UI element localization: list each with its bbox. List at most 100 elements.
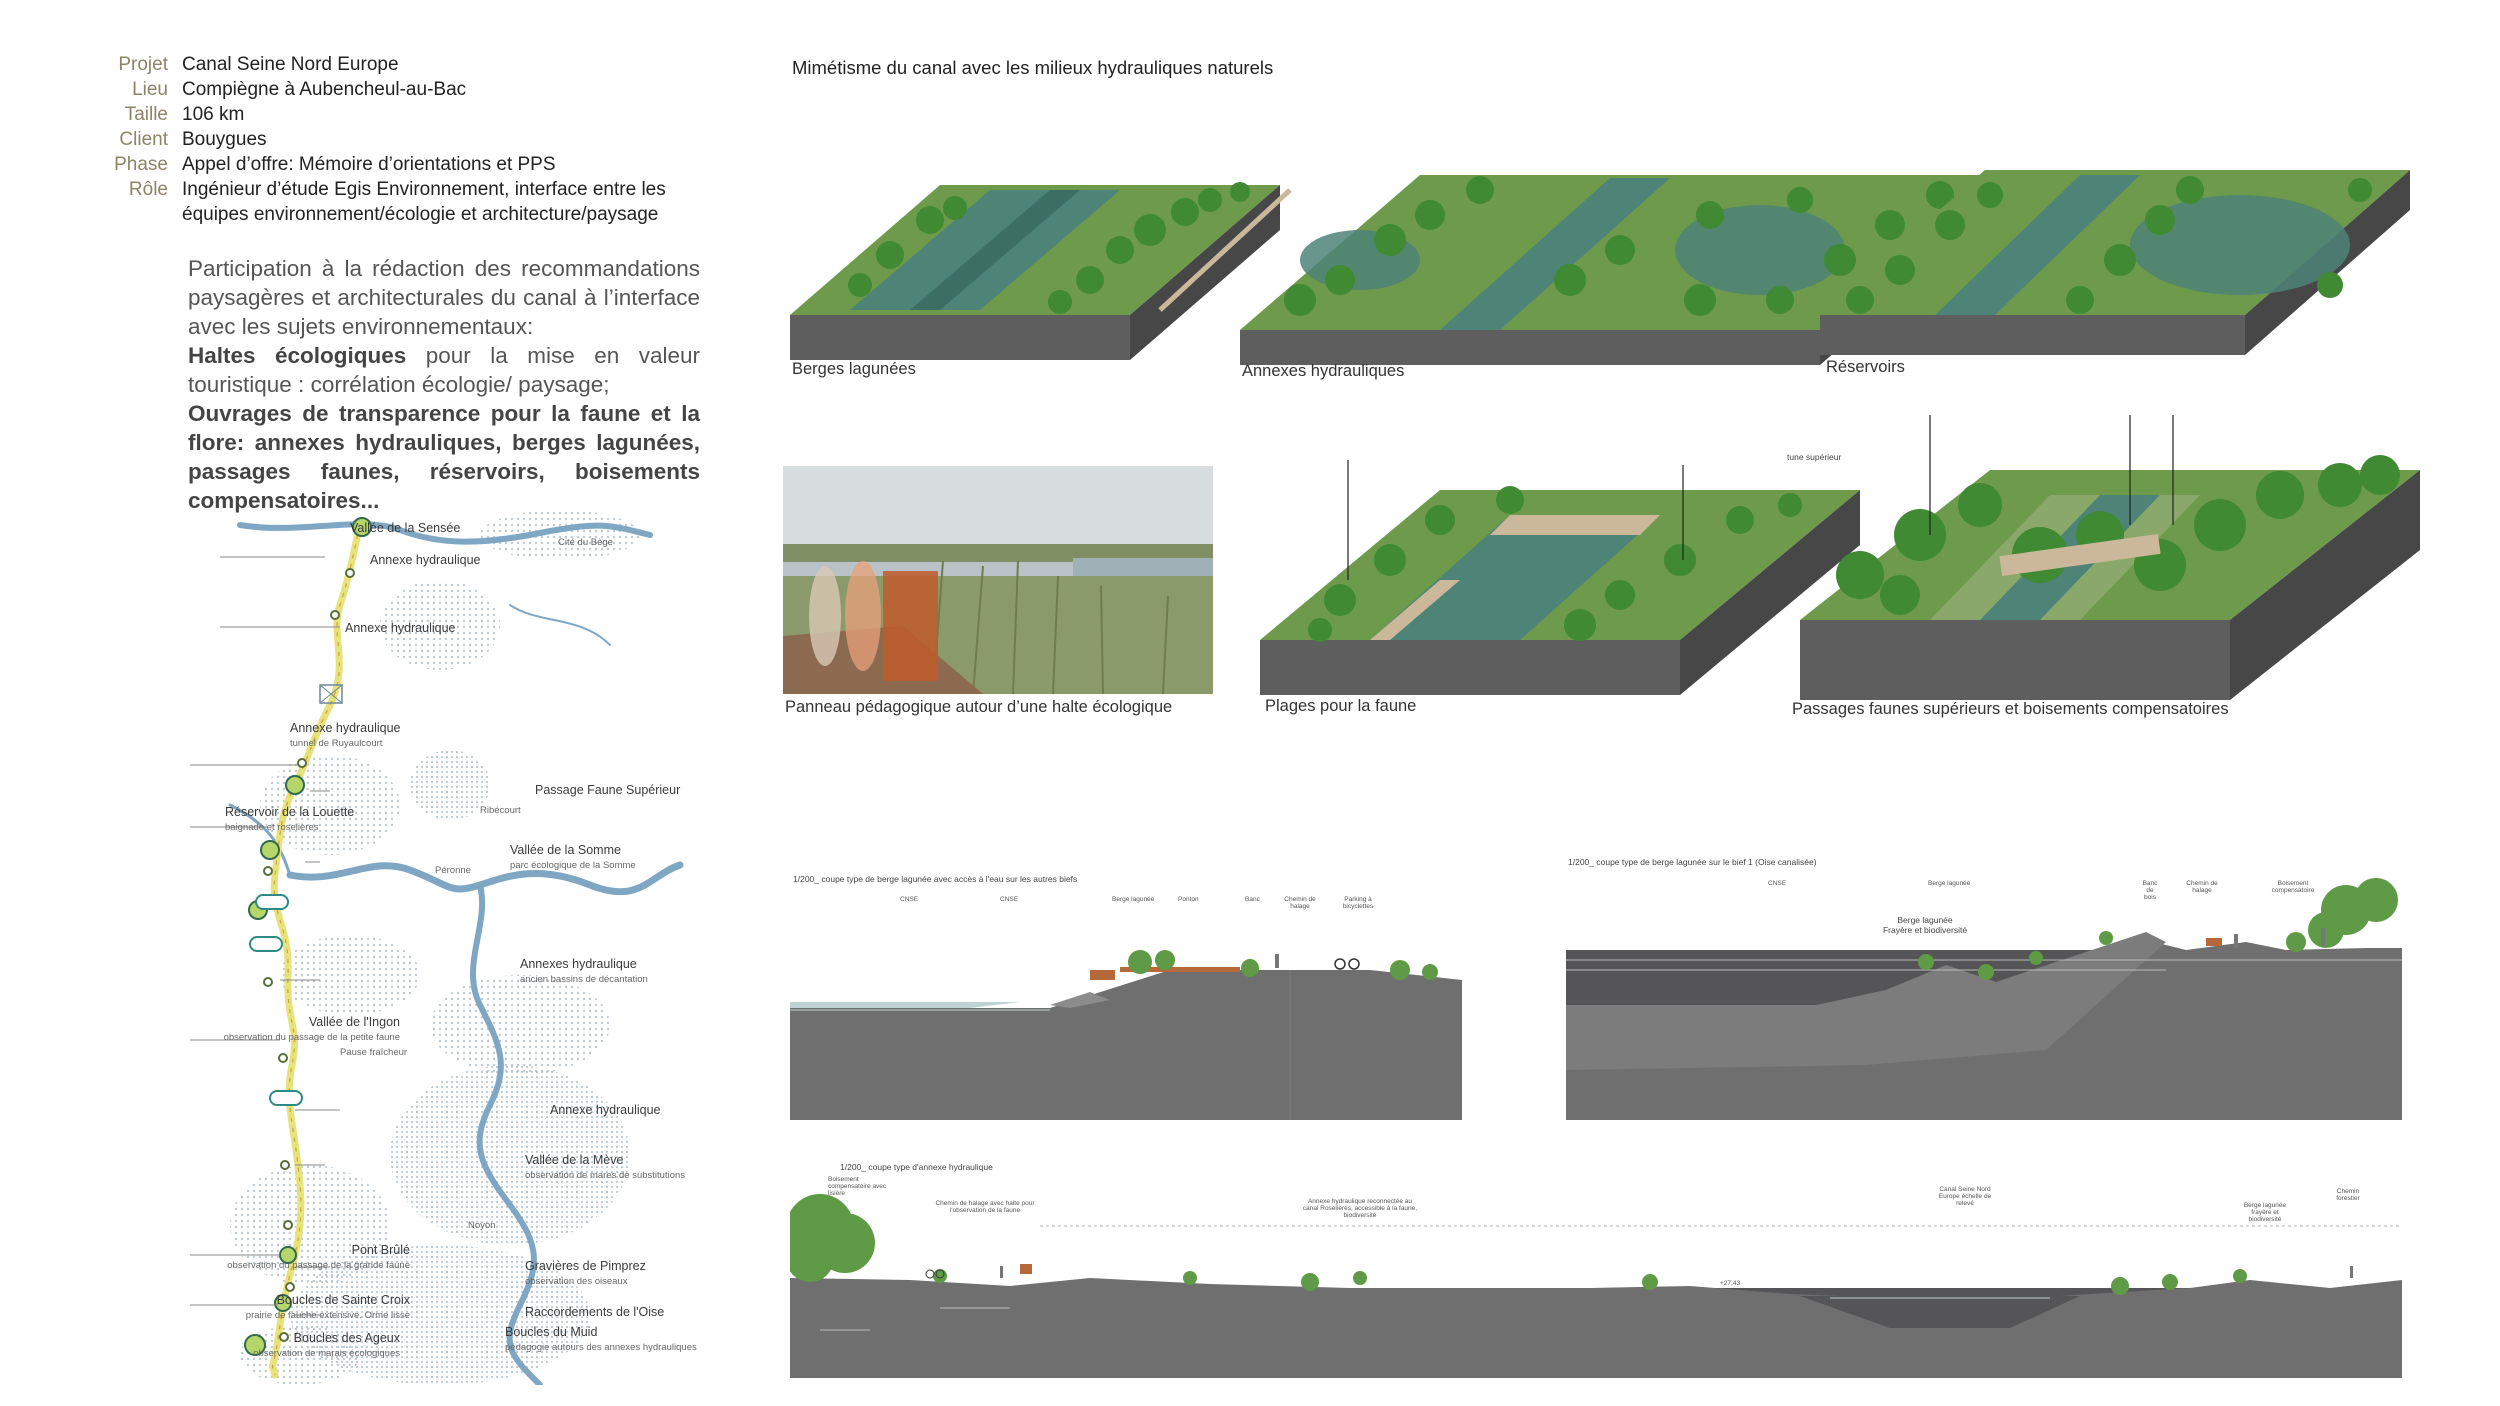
section-title: Mimétisme du canal avec les milieux hydr…	[792, 57, 1274, 78]
section2-note: Berge lagunée Frayère et biodiversité	[1882, 915, 1968, 935]
map-label: Boucles du Muid pédagogie autours des ann…	[505, 1325, 697, 1353]
caption-panneau: Panneau pédagogique autour d’une halte é…	[785, 698, 1173, 716]
info-value: Compiègne à Aubencheul-au-Bac	[182, 79, 467, 100]
info-key: Lieu	[132, 79, 168, 100]
section3-label: Chemin forestier	[2336, 1188, 2360, 1202]
map-label: Gravières de Pimprez observation des oise…	[525, 1259, 646, 1287]
section2-label: Chemin de halage	[2186, 880, 2218, 894]
info-key: Client	[119, 129, 168, 150]
section3-drawing	[790, 1194, 2402, 1378]
map-label: Annexe hydraulique	[370, 553, 481, 567]
caption-passages: Passages faunes supérieurs et boisements…	[1792, 700, 2229, 718]
map-label-sub: prairie de fauche extensive. Orme lisse	[245, 1310, 410, 1321]
project-description: Participation à la rédaction des recomma…	[188, 254, 700, 515]
map-label-sub: baignade et roselières	[225, 822, 319, 833]
caption-plages: Plages pour la faune	[1265, 697, 1417, 715]
section3-label: Boisement compensatoire avec lisière	[828, 1176, 887, 1197]
info-row-projet: Projet Canal Seine Nord Europe	[95, 52, 715, 77]
map-fauna-passages	[249, 894, 303, 1106]
map-label-sub: observation du passage de la petite faun…	[223, 1032, 400, 1043]
info-value: Ingénieur d’étude Egis Environnement, in…	[182, 179, 666, 225]
map-label-sub: observation des oiseaux	[525, 1276, 628, 1287]
map-label-text: Annexe hydraulique	[290, 721, 401, 735]
section3-level: +27,43	[1720, 1280, 1741, 1287]
section2-drawing	[1566, 878, 2402, 1120]
map-label-sub: parc écologique de la Somme	[510, 860, 636, 871]
map-graphic	[190, 510, 684, 1388]
map-ecological-sites	[244, 517, 372, 1356]
info-row-lieu: Lieu Compiègne à Aubencheul-au-Bac	[95, 77, 715, 102]
map-label: Boucles de Sainte Croix prairie de fauche…	[190, 1293, 410, 1321]
map-label: Réservoir de la Louette baignade et rosel…	[225, 805, 354, 833]
map-label-text: Vallée de l'Ingon	[308, 1015, 400, 1029]
map-label: Raccordements de l'Oise	[525, 1305, 665, 1319]
map-label-text: Boucles des Ageux	[293, 1331, 400, 1345]
pano-label: tune supérieur	[1787, 452, 1842, 462]
canal-route	[268, 521, 364, 1379]
info-key: Phase	[114, 154, 168, 175]
block-berges-lagunees	[790, 182, 1292, 360]
info-value: 106 km	[182, 104, 245, 125]
description-haltes-text: pour la mise en valeur touristique : cor…	[188, 343, 700, 397]
info-key: Taille	[124, 104, 168, 125]
info-row-client: Client Bouygues	[95, 127, 715, 152]
map-town: Noyon	[468, 1220, 496, 1231]
section3-label: Berge lagunée frayère et biodiversité	[2243, 1202, 2287, 1223]
map-label: Annexe hydraulique tunnel de Ruyaulcourt	[290, 721, 401, 749]
info-value: Bouygues	[182, 129, 267, 150]
section1-drawing	[790, 950, 1462, 1120]
section1-label: Ponton	[1178, 896, 1199, 903]
map-label-text: Annexes hydraulique	[520, 957, 637, 971]
section2-label: CNSE	[1768, 880, 1787, 887]
map-label-text: Pont Brûlé	[351, 1243, 410, 1257]
section2-title: 1/200_ coupe type de berge lagunée sur l…	[1568, 857, 1817, 867]
section1-label: Banc	[1245, 896, 1260, 903]
map-label-sub: observation de mares de substitutions	[525, 1170, 686, 1181]
block-diagrams-row1	[790, 170, 2410, 365]
section1-label: Chemin de halage	[1284, 896, 1316, 910]
info-row-taille: Taille 106 km	[95, 102, 715, 127]
description-ouvrages: Ouvrages de transparence pour la faune e…	[188, 401, 700, 513]
section1-label: CNSE	[1000, 896, 1019, 903]
map-leaders	[190, 556, 340, 1316]
info-value: Canal Seine Nord Europe	[182, 54, 399, 75]
map-label: Annexe hydraulique	[345, 621, 456, 635]
section3-label: Chemin de halage avec halte pour l'obser…	[935, 1200, 1035, 1214]
map-label: Vallée de la Sensée	[350, 521, 461, 535]
info-row-role: Rôle Ingénieur d’étude Egis Environnement…	[95, 177, 715, 227]
description-intro: Participation à la rédaction des recomma…	[188, 256, 700, 339]
project-info: Projet Canal Seine Nord Europe Lieu Compiè…	[95, 52, 715, 227]
map-town: Ribécourt	[480, 805, 521, 816]
block-passages-faunes	[1800, 415, 2420, 700]
map-town: Pause fraîcheur	[340, 1047, 408, 1058]
caption-berges: Berges lagunées	[792, 360, 916, 378]
section1-label: CNSE	[900, 896, 919, 903]
map-label: Passage Faune Supérieur	[535, 783, 681, 797]
map-label-text: Gravières de Pimprez	[525, 1259, 646, 1273]
info-key: Rôle	[128, 179, 168, 200]
section3-label: Canal Seine Nord Europe échelle de relev…	[1938, 1186, 1992, 1207]
canal-route-map: Vallée de la Sensée Annexe hydraulique A…	[180, 505, 710, 1388]
map-texture	[230, 510, 640, 1385]
section2-label: Banc de bois	[2142, 880, 2158, 901]
map-label-text: Boucles de Sainte Croix	[276, 1293, 410, 1307]
section1-title: 1/200_ coupe type de berge lagunée avec …	[793, 874, 1078, 884]
block-plages-faune	[1260, 460, 1860, 695]
map-town: Cité du Bège	[558, 537, 613, 548]
info-value: Appel d’offre: Mémoire d’orientations et…	[182, 154, 556, 175]
map-label-sub: tunnel de Ruyaulcourt	[290, 738, 383, 749]
section1-label: Parking à bicyclettes	[1342, 896, 1374, 910]
caption-annexes: Annexes hydrauliques	[1242, 362, 1405, 380]
map-label-text: Réservoir de la Louette	[225, 805, 355, 819]
section2-label: Boisement compensatoire	[2271, 880, 2315, 894]
map-label-sub: pédagogie autours des annexes hydrauliqu…	[505, 1342, 697, 1353]
map-label-text: Boucles du Muid	[505, 1325, 598, 1339]
map-town: Péronne	[435, 865, 471, 876]
block-reservoirs	[1820, 170, 2410, 355]
info-key: Projet	[118, 54, 168, 75]
info-row-phase: Phase Appel d’offre: Mémoire d’orientatio…	[95, 152, 715, 177]
